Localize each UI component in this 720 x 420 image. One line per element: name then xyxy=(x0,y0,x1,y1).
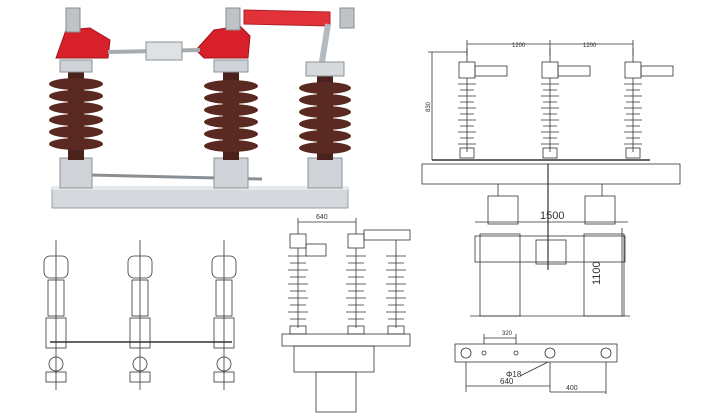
red-switch-arm xyxy=(243,9,331,27)
mechanism-box xyxy=(474,235,626,263)
front-view-drawing xyxy=(421,40,681,317)
dim-top-spacing-right: 1200 xyxy=(583,43,597,49)
column-2-red-cap xyxy=(195,25,251,59)
left-post xyxy=(479,233,521,317)
side-post xyxy=(315,371,357,413)
column-2-sheds xyxy=(204,80,258,152)
left-support-cap xyxy=(487,195,519,225)
column-1-terminal xyxy=(65,7,81,33)
blade-contact xyxy=(145,41,183,61)
insulator-column-1 xyxy=(49,7,111,189)
dim-top-spacing-left: 1200 xyxy=(512,43,526,49)
right-post xyxy=(583,233,625,317)
column-1-base-flange xyxy=(59,157,93,189)
plate-hole-small-2 xyxy=(513,350,519,356)
front-beam xyxy=(421,163,681,185)
plate-hole-right xyxy=(600,347,612,359)
side-insulator-3 xyxy=(386,240,406,335)
column-2-base-flange xyxy=(213,157,249,189)
column-3-top-flange xyxy=(305,61,345,77)
side-view-drawing xyxy=(281,218,411,413)
mechanism-housing xyxy=(535,239,567,265)
insulator-column-2 xyxy=(195,7,331,189)
base-channel xyxy=(51,187,349,209)
dim-mid-spacing: 640 xyxy=(316,214,328,221)
column-2-terminal xyxy=(225,7,241,31)
side-switch-arm xyxy=(363,229,411,241)
dim-plate-hole-spacing: 320 xyxy=(502,331,513,337)
front-insulator-3 xyxy=(624,48,674,159)
base-channel-top xyxy=(52,186,348,190)
plate-hole-small-1 xyxy=(481,350,487,356)
column-3-terminal xyxy=(339,7,355,29)
top-view-pole-3 xyxy=(211,240,237,390)
side-insulator-2 xyxy=(346,248,366,335)
dim-plate-length: 640 xyxy=(500,377,514,386)
column-1-red-cap xyxy=(55,27,111,59)
insulator-column-3 xyxy=(299,7,355,189)
top-view-pole-1 xyxy=(43,240,69,390)
front-insulator-2 xyxy=(541,48,591,159)
right-support-cap xyxy=(584,195,616,225)
product-photo xyxy=(49,7,355,209)
plate-hole-left xyxy=(460,347,472,359)
top-view-drawing xyxy=(43,240,237,390)
plate-hole-mid xyxy=(544,347,556,359)
side-mechanism xyxy=(293,345,375,373)
dim-plate-offset: 400 xyxy=(566,385,578,392)
side-insulator-1 xyxy=(288,248,308,335)
column-3-base-flange xyxy=(307,157,343,189)
column-3-sheds xyxy=(299,82,351,154)
mounting-plate-drawing xyxy=(454,334,618,394)
column-2-top-flange xyxy=(213,59,249,73)
dim-base-width: 1500 xyxy=(540,210,564,222)
dim-top-height: 830 xyxy=(426,101,432,112)
dim-post-height: 1100 xyxy=(591,261,603,285)
dim-plate-hole-dia: Φ18 xyxy=(506,370,522,379)
column-1-top-flange xyxy=(59,59,93,73)
hole-leader xyxy=(519,361,549,377)
side-base-beam xyxy=(281,333,411,347)
front-insulator-1 xyxy=(458,48,508,159)
top-view-pole-2 xyxy=(127,240,153,390)
column-1-sheds xyxy=(49,78,103,150)
plate-body xyxy=(454,343,618,363)
column-3-contact-rod xyxy=(319,23,331,63)
